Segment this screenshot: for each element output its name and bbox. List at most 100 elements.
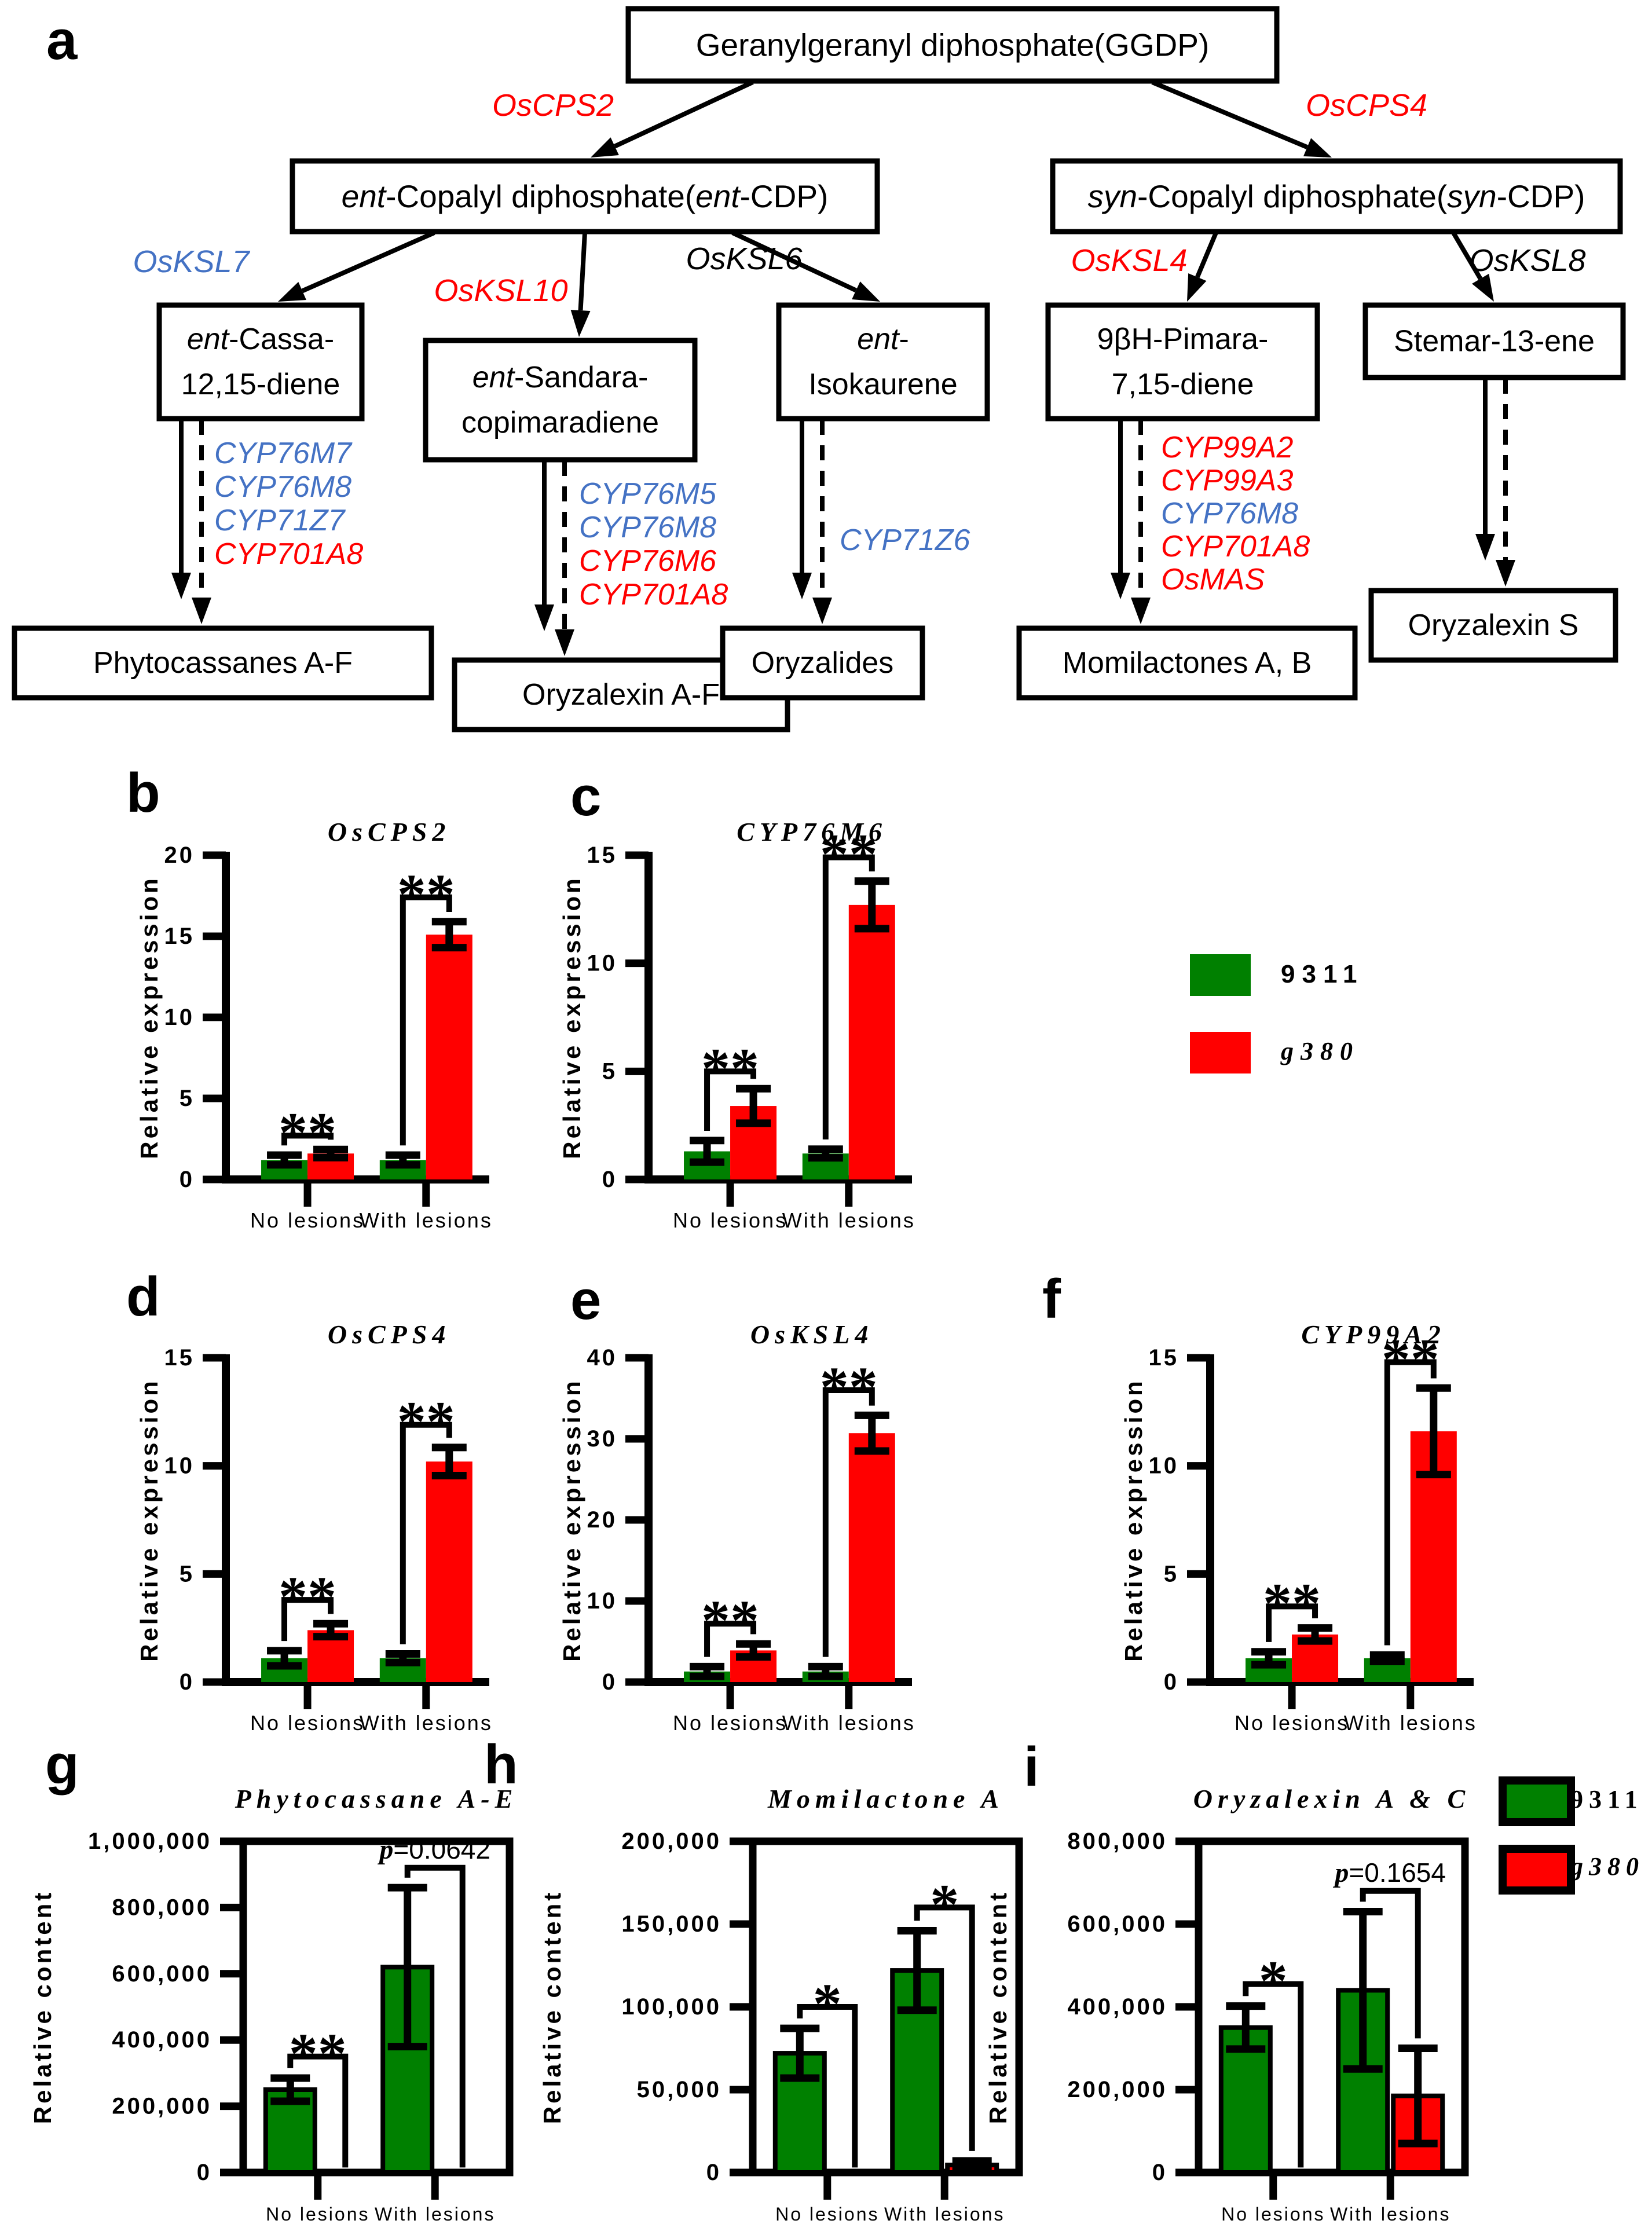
y-tick-label: 600,000 bbox=[1067, 1911, 1167, 1937]
cyp-label-CYP76M6: CYP76M6 bbox=[579, 544, 716, 578]
y-tick-label: 800,000 bbox=[112, 1895, 212, 1920]
panel-letter-e: e bbox=[570, 1269, 602, 1331]
significance-stars: ** bbox=[397, 1390, 455, 1454]
arrowhead bbox=[812, 598, 832, 624]
x-category-label: With lesions bbox=[360, 1208, 493, 1232]
x-category-label: With lesions bbox=[375, 2204, 496, 2224]
y-tick-label: 0 bbox=[602, 1669, 617, 1695]
y-tick-label: 0 bbox=[180, 1167, 195, 1192]
y-tick-label: 600,000 bbox=[112, 1961, 212, 1987]
cyp-label-CYP71Z7: CYP71Z7 bbox=[214, 504, 346, 537]
significance-stars: ** bbox=[701, 1588, 759, 1653]
significance-stars: * bbox=[930, 1872, 959, 1936]
y-tick-label: 0 bbox=[1152, 2160, 1167, 2185]
significance-bracket bbox=[404, 1864, 466, 2168]
legend2-label-g380: g380 bbox=[1570, 1852, 1644, 1881]
y-tick-label: 5 bbox=[180, 1086, 195, 1111]
bar-g380-with-lesions bbox=[848, 1433, 895, 1682]
node-label-oryzalides: Oryzalides bbox=[752, 646, 894, 680]
y-tick-label: 5 bbox=[180, 1561, 195, 1587]
y-tick-label: 5 bbox=[1164, 1561, 1179, 1587]
chart-title: Oryzalexin A & C bbox=[1193, 1784, 1470, 1813]
node-box-oryzalexin_s bbox=[1368, 588, 1618, 663]
y-axis-label: Relative expression bbox=[1120, 1378, 1147, 1662]
significance-bracket bbox=[1243, 1981, 1304, 2168]
y-tick-label: 0 bbox=[1164, 1669, 1179, 1695]
legend-swatch-9311 bbox=[1190, 954, 1251, 996]
legend-label-9311: 9311 bbox=[1281, 960, 1364, 988]
significance-bracket bbox=[281, 1133, 334, 1146]
plot-frame bbox=[239, 1837, 514, 2177]
cyp-label-CYP701A8: CYP701A8 bbox=[1161, 530, 1310, 563]
panel-letter-a: a bbox=[46, 9, 78, 71]
chart-title: Momilactone A bbox=[767, 1784, 1004, 1813]
y-axis-label: Relative expression bbox=[135, 1378, 163, 1662]
arrowhead bbox=[570, 310, 591, 337]
pathway-arrow bbox=[1195, 232, 1218, 279]
significance-bracket bbox=[400, 894, 452, 1146]
enzyme-label-osksl4: OsKSL4 bbox=[1071, 243, 1187, 278]
y-tick-label: 20 bbox=[587, 1507, 618, 1533]
x-category-label: No lesions bbox=[250, 1208, 365, 1232]
pathway-arrow bbox=[731, 230, 858, 293]
arrowhead bbox=[1187, 273, 1207, 302]
y-axis-label: Relative content bbox=[984, 1890, 1012, 2124]
y-tick-label: 200,000 bbox=[1067, 2077, 1167, 2102]
significance-bracket bbox=[704, 1068, 757, 1131]
arrowhead bbox=[278, 281, 306, 302]
arrowhead bbox=[591, 137, 619, 157]
x-category-label: With lesions bbox=[782, 1711, 915, 1735]
y-tick-label: 400,000 bbox=[1067, 1994, 1167, 2020]
enzyme-label-oscps4: OsCPS4 bbox=[1306, 88, 1427, 123]
x-category-label: No lesions bbox=[250, 1711, 365, 1735]
y-tick-label: 10 bbox=[587, 1588, 618, 1614]
arrowhead bbox=[1496, 560, 1515, 587]
y-axis-label: Relative expression bbox=[135, 875, 163, 1159]
y-tick-label: 15 bbox=[164, 1345, 195, 1371]
enzyme-label-oscps2: OsCPS2 bbox=[492, 88, 614, 123]
significance-bracket bbox=[797, 2004, 858, 2168]
pathway-diagram: Geranylgeranyl diphosphate(GGDP)ent-Copa… bbox=[12, 6, 1626, 732]
significance-stars: ** bbox=[1263, 1571, 1321, 1635]
chart-title: CYP76M6 bbox=[737, 817, 887, 847]
y-axis-label: Relative content bbox=[29, 1890, 56, 2124]
y-tick-label: 0 bbox=[180, 1669, 195, 1695]
significance-stars: ** bbox=[397, 862, 455, 926]
chart-title: CYP99A2 bbox=[1301, 1320, 1446, 1349]
node-label-phytocassanes: Phytocassanes A-F bbox=[93, 646, 353, 680]
y-tick-label: 200,000 bbox=[112, 2094, 212, 2119]
cyp-label-CYP76M8: CYP76M8 bbox=[1161, 497, 1298, 530]
y-tick-label: 50,000 bbox=[637, 2077, 721, 2102]
enzyme-label-osksl8: OsKSL8 bbox=[1469, 243, 1585, 278]
legend-label-g380: g380 bbox=[1281, 1037, 1360, 1065]
y-tick-label: 40 bbox=[587, 1345, 618, 1371]
node-box-momilactones bbox=[1016, 625, 1358, 701]
cyp-label-CYP701A8: CYP701A8 bbox=[214, 537, 363, 571]
y-tick-label: 10 bbox=[164, 1453, 195, 1479]
node-label-ent_sandaracopimaradiene: ent-Sandara- bbox=[472, 361, 649, 394]
significance-bracket bbox=[1360, 1888, 1421, 2039]
node-label-ent_cdp: ent-Copalyl diphosphate(ent-CDP) bbox=[342, 178, 829, 214]
y-tick-label: 10 bbox=[164, 1005, 195, 1030]
y-tick-label: 800,000 bbox=[1067, 1829, 1167, 1854]
node-box-ggdp bbox=[625, 6, 1280, 84]
x-category-label: No lesions bbox=[266, 2204, 369, 2224]
significance-stars: * bbox=[813, 1972, 842, 2036]
node-label-ent_sandaracopimaradiene: copimaradiene bbox=[461, 406, 659, 439]
node-box-ent_cassadiene bbox=[156, 302, 365, 422]
y-tick-label: 15 bbox=[1149, 1345, 1180, 1371]
node-label-ent_cassadiene: 12,15-diene bbox=[181, 368, 340, 401]
significance-bracket bbox=[287, 2053, 349, 2168]
significance-stars: ** bbox=[279, 1565, 336, 1629]
panel-letter-i: i bbox=[1024, 1736, 1039, 1798]
node-box-pimaradiene bbox=[1045, 302, 1320, 422]
arrowhead bbox=[852, 281, 880, 302]
y-tick-label: 100,000 bbox=[621, 1994, 721, 2020]
legend2-label-9311: 9311 bbox=[1570, 1785, 1643, 1813]
arrowhead bbox=[555, 629, 574, 656]
significance-stars: * bbox=[1259, 1949, 1288, 2013]
